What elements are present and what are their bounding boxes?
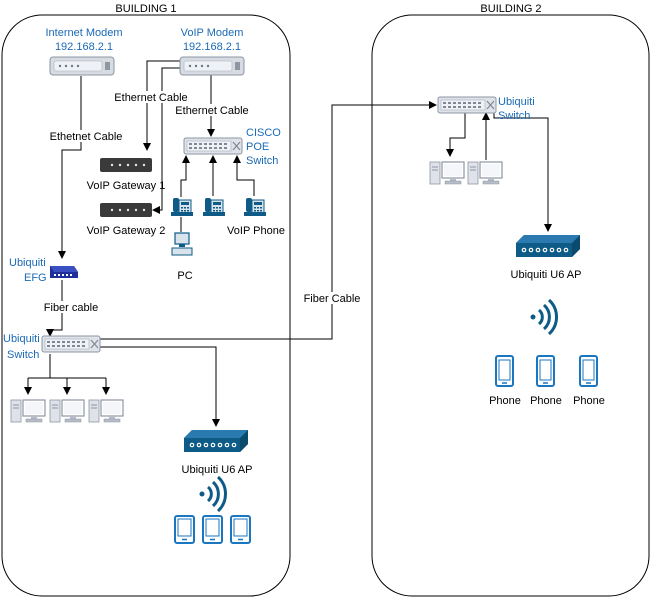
mobile-phone-icon <box>536 355 555 387</box>
link-b2switch-pc1 <box>446 112 466 157</box>
ip-phone-icon <box>243 197 267 217</box>
link-fiber-b1-b2 <box>100 101 437 340</box>
b2-switch-label-2: Switch <box>498 110 530 122</box>
ip-phone-icon <box>170 197 194 217</box>
building-1-title: BUILDING 1 <box>115 3 176 15</box>
voip-gateway-1-icon <box>100 158 152 172</box>
link-phone1-cisco <box>180 155 190 197</box>
mobile-phone-icon <box>579 355 598 387</box>
building-1-container <box>1 14 291 597</box>
internet-modem-icon <box>49 56 115 76</box>
b1-u6-ap-icon <box>184 430 248 452</box>
mobile-phone-icon <box>495 355 514 387</box>
voip-phone-label: VoIP Phone <box>227 225 285 237</box>
voip-gateway-2-icon <box>100 203 152 217</box>
phone-label-2: Phone <box>530 395 562 407</box>
ip-phone-icon <box>202 197 226 217</box>
tablet-icon <box>174 515 195 544</box>
voip-modem-ip: 192.168.2.1 <box>183 41 241 53</box>
b1-switch-label-1: Ubiquiti <box>3 333 40 345</box>
ubiquiti-efg-icon <box>50 266 78 278</box>
wifi-icon <box>198 475 228 513</box>
cisco-switch-label-2: POE <box>246 141 269 153</box>
cisco-poe-switch-icon <box>183 137 243 155</box>
voip-gateway-1-label: VoIP Gateway 1 <box>87 180 166 192</box>
b1-ubiquiti-switch-icon <box>41 335 101 353</box>
cisco-switch-label-3: Switch <box>246 155 278 167</box>
tablet-icon <box>202 515 223 544</box>
computer-icon <box>10 399 46 423</box>
link-modem-efg <box>58 76 82 259</box>
efg-label-1: Ubiquiti <box>9 257 46 269</box>
label-fiber-cable-1: Fiber cable <box>44 302 98 314</box>
voip-modem-icon <box>179 56 245 76</box>
link-b2switch-ap <box>493 110 552 232</box>
label-fiber-cable-2: Fiber Cable <box>304 293 361 305</box>
link-phone3-cisco <box>233 155 255 196</box>
cisco-switch-label-1: CISCO <box>246 127 281 139</box>
label-ethernet-cable-2: Ethernet Cable <box>175 105 248 117</box>
efg-label-2: EFG <box>24 272 47 284</box>
link-voipmodem-gateway2 <box>152 67 180 214</box>
building-2-container <box>371 14 650 597</box>
pc-icon <box>171 232 193 256</box>
voip-modem-label: VoIP Modem <box>181 27 244 39</box>
link-switch-ap <box>100 346 220 427</box>
b2-u6-ap-icon <box>516 235 580 257</box>
voip-gateway-2-label: VoIP Gateway 2 <box>87 225 166 237</box>
label-ethernet-cable-1: Ethernet Cable <box>114 92 187 104</box>
computer-icon <box>467 161 503 185</box>
internet-modem-ip: 192.168.2.1 <box>55 41 113 53</box>
b2-ap-label: Ubiquiti U6 AP <box>511 269 582 281</box>
computer-icon <box>49 399 85 423</box>
phone-label-3: Phone <box>573 395 605 407</box>
computer-icon <box>88 399 124 423</box>
b1-switch-label-2: Switch <box>7 349 39 361</box>
computer-icon <box>429 161 465 185</box>
b2-switch-label-1: Ubiquiti <box>498 96 535 108</box>
phone-label-1: Phone <box>489 395 521 407</box>
internet-modem-label: Internet Modem <box>45 27 122 39</box>
b1-ap-label: Ubiquiti U6 AP <box>182 464 253 476</box>
wifi-icon <box>529 298 559 336</box>
pc-label: PC <box>177 270 192 282</box>
b2-ubiquiti-switch-icon <box>437 96 497 114</box>
tablet-icon <box>230 515 251 544</box>
label-ethetnet-cable: Ethetnet Cable <box>50 131 123 143</box>
building-2-title: BUILDING 2 <box>480 3 541 15</box>
link-voipmodem-gateway1 <box>143 60 180 151</box>
